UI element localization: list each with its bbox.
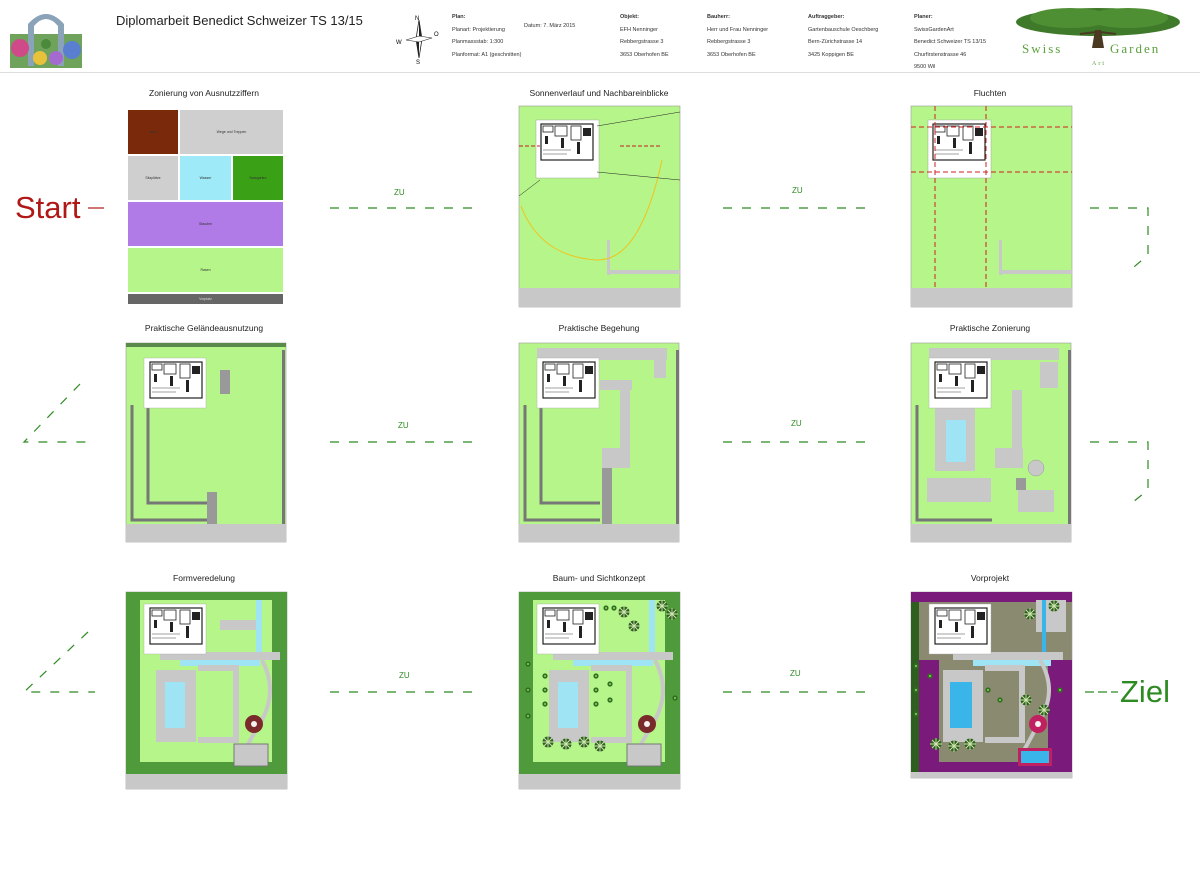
bauherr-heading: Bauherr: (707, 14, 730, 20)
panel-title-zonierung: Praktische Zonierung (949, 323, 1031, 333)
zone-wasser: Wasser (179, 155, 232, 201)
compass-s: S (416, 60, 420, 64)
zone-nutzgarten: Nutzgarten (232, 155, 284, 201)
bauherr-line-3: 3653 Oberhofen BE (707, 51, 756, 58)
bauherr-info: Bauherr: Herr und Frau Nenninger Rebberg… (707, 11, 768, 61)
panel-title-zonierung-ausnutz: Zonierung von Ausnutzziffern (149, 88, 259, 98)
auftraggeber-line-2: Bern-Zürichstrasse 14 (808, 39, 863, 45)
objekt-line-2: Rebbergstrasse 3 (620, 39, 664, 45)
header-garden-image (10, 4, 82, 68)
plan-zonierung (910, 342, 1072, 543)
plan-begehung (518, 342, 680, 543)
connector-zu-2: ZU (792, 186, 803, 195)
compass-w: W (396, 40, 402, 46)
ziel-label: Ziel (1120, 674, 1170, 709)
plan-line-3: Planformat: A1 (geschnitten) (452, 51, 522, 58)
auftraggeber-line-3: 3425 Koppigen BE (808, 51, 854, 58)
panel-title-sonnenverlauf: Sonnenverlauf und Nachbareinblicke (529, 88, 669, 98)
auftraggeber-heading: Auftraggeber: (808, 14, 845, 20)
logo-swiss: Swiss (1022, 41, 1063, 56)
logo-garden: Garden (1110, 41, 1161, 56)
start-label: Start (15, 190, 81, 225)
auftraggeber-line-1: Gartenbauschule Oeschberg (808, 26, 879, 33)
connector-zu-4: ZU (791, 419, 802, 428)
panel-title-baum-sichtkonzept: Baum- und Sichtkonzept (552, 573, 646, 583)
plan-sonnenverlauf (518, 105, 681, 308)
plan-heading: Plan: (452, 14, 466, 20)
connector-zu-3: ZU (398, 421, 409, 430)
planer-info: Planer: SwissGardenArt Benedict Schweize… (914, 11, 986, 74)
panel-title-gelaendeausnutzung: Praktische Geländeausnutzung (144, 323, 264, 333)
connector-zu-6: ZU (790, 669, 801, 678)
logo-tree-icon (1016, 8, 1180, 48)
panel-title-formveredelung: Formveredelung (173, 573, 235, 583)
bauherr-line-1: Herr und Frau Nenninger (707, 26, 769, 33)
planer-heading: Planer: (914, 14, 933, 20)
panel-title-fluchten: Fluchten (973, 88, 1007, 98)
plan-line-1: Planart: Projektierung (452, 26, 505, 33)
plan-baum-sichtkonzept (518, 591, 681, 790)
objekt-line-3: 3653 Oberhofen BE (620, 51, 669, 58)
planer-line-2: Benedict Schweizer TS 13/15 (914, 39, 987, 45)
header-divider (0, 72, 1200, 73)
compass-rose: N W O S (396, 14, 442, 66)
objekt-info: Objekt: EFH Nenninger Rebbergstrasse 3 3… (620, 11, 669, 61)
bauherr-line-2: Rebbergstrasse 3 (707, 39, 751, 45)
plan-line-2: Planmassstab: 1:300 (452, 39, 504, 45)
auftraggeber-info: Auftraggeber: Gartenbauschule Oeschberg … (808, 11, 878, 61)
page-title: Diplomarbeit Benedict Schweizer TS 13/15 (116, 13, 363, 28)
plan-date: Datum: 7. März 2015 (524, 23, 576, 29)
zone-wege: Wege und Treppen (179, 109, 284, 155)
zone-vorplatz: Vorplatz (127, 293, 284, 305)
plan-formveredelung (125, 591, 288, 790)
panel-title-vorprojekt: Vorprojekt (970, 573, 1010, 583)
connector-zu-5: ZU (399, 671, 410, 680)
zone-sitzplaetze: Sitzplätze (127, 155, 179, 201)
planer-line-1: SwissGardenArt (914, 26, 954, 33)
plan-gelaendeausnutzung (125, 342, 287, 543)
objekt-heading: Objekt: (620, 14, 639, 20)
plan-vorprojekt (910, 591, 1073, 779)
planer-line-3: Churfirstenstrasse 46 (914, 51, 967, 58)
panel-title-begehung: Praktische Begehung (558, 323, 640, 333)
objekt-line-1: EFH Nenninger (620, 26, 658, 33)
zone-stauden: Stauden (127, 201, 284, 247)
logo-art: Art (1092, 61, 1106, 67)
swissgardenart-logo: Swiss Garden Art (1010, 4, 1185, 70)
planer-line-4: 9500 Wil (914, 64, 936, 70)
zone-haus: Haus (127, 109, 179, 155)
zoning-diagram: Haus Wege und Treppen Sitzplätze Wasser … (127, 109, 284, 305)
connector-zu-1: ZU (394, 188, 405, 197)
plan-info: Plan: Planart: Projektierung Planmasssta… (452, 11, 521, 61)
connector-lines (22, 207, 1149, 693)
compass-o: O (434, 32, 439, 38)
plan-fluchten (910, 105, 1073, 308)
compass-n: N (415, 16, 419, 22)
zone-rasen: Rasen (127, 247, 284, 293)
